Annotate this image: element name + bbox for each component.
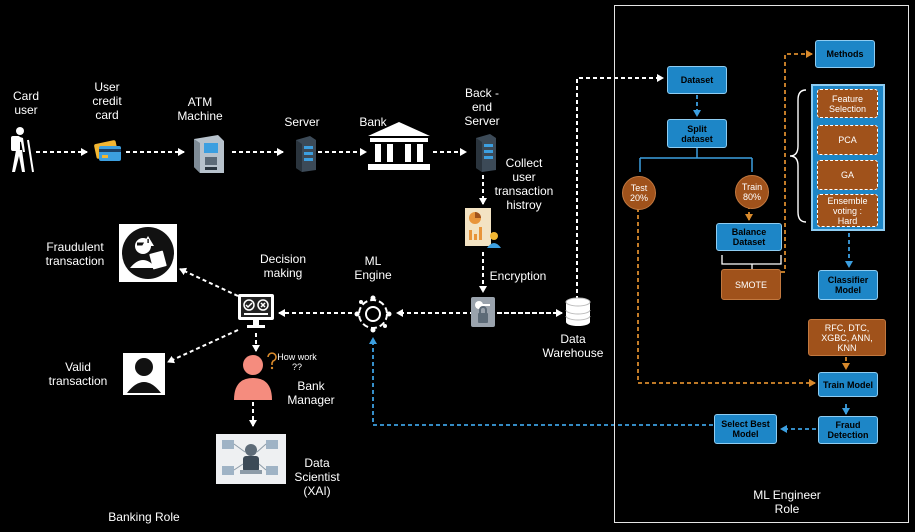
hiker-icon [11,127,34,173]
fraud-tile [119,224,177,282]
valid-transaction-label: Valid transaction [48,360,108,388]
data-scientist-label: Data Scientist (XAI) [294,456,340,498]
fraudulent-transaction-label: Fraudulent transaction [45,240,105,268]
backend-server-icon [476,134,496,172]
test-circle: Test 20% [622,176,656,210]
ga-box: GA [817,160,878,190]
bank-icon [368,122,430,170]
ensemble-voting-box: Ensemble voting : Hard [817,194,878,227]
fraud-hacker-icon [122,227,174,279]
select-best-model-box: Select Best Model [714,414,777,444]
server-icon [296,136,316,172]
banking-role-label: Banking Role [108,510,180,524]
valid-tile [123,353,165,395]
train-model-box: Train Model [818,372,878,397]
analytics-report-icon [465,208,501,248]
methods-box: Methods [815,40,875,68]
data-warehouse-label: Data Warehouse [542,332,604,360]
classifier-model-box: Classifier Model [818,270,878,300]
decision-dashboard-icon [238,294,274,328]
fraud-detection-box: Fraud Detection [818,416,878,444]
valid-user-icon [127,358,161,393]
classifiers-list-box: RFC, DTC, XGBC, ANN, KNN [808,319,886,356]
ml-engine-icon [354,295,392,333]
dataset-box: Dataset [667,66,727,94]
user-credit-card-label: User credit card [92,80,122,122]
encryption-lock-icon [471,297,495,327]
bank-manager-icon [234,355,272,400]
smote-box: SMOTE [721,269,781,300]
question-icon [267,352,277,370]
pca-box: PCA [817,125,878,155]
ml-engineer-role-label: ML Engineer Role [753,488,821,516]
bank-label: Bank [359,115,387,129]
collect-history-label: Collect user transaction histroy [494,156,554,212]
feature-selection-box: Feature Selection [817,89,878,118]
ml-engineer-frame [614,5,909,523]
database-icon [565,297,591,326]
decision-making-label: Decision making [259,252,307,280]
ml-flow-arrows [369,95,853,433]
split-bracket [639,148,753,172]
split-dataset-box: Split dataset [667,119,727,148]
balance-dataset-box: Balance Dataset [716,223,782,251]
atm-machine-label: ATM Machine [177,95,223,123]
encryption-label: Encryption [489,269,547,283]
bank-manager-label: Bank Manager [287,379,335,407]
smote-bracket [721,255,782,269]
train-circle: Train 80% [735,175,769,209]
methods-brace [789,89,807,223]
server-label: Server [284,115,320,129]
data-scientist-icon [222,440,278,475]
atm-machine-icon [194,135,224,173]
how-work-label: How work ?? [277,352,317,372]
backend-server-label: Back - end Server [464,86,500,128]
card-user-label: Card user [12,89,39,117]
ml-engine-label: ML Engine [354,254,392,282]
data-scientist-picture [216,434,286,484]
credit-card-icon [94,140,121,161]
